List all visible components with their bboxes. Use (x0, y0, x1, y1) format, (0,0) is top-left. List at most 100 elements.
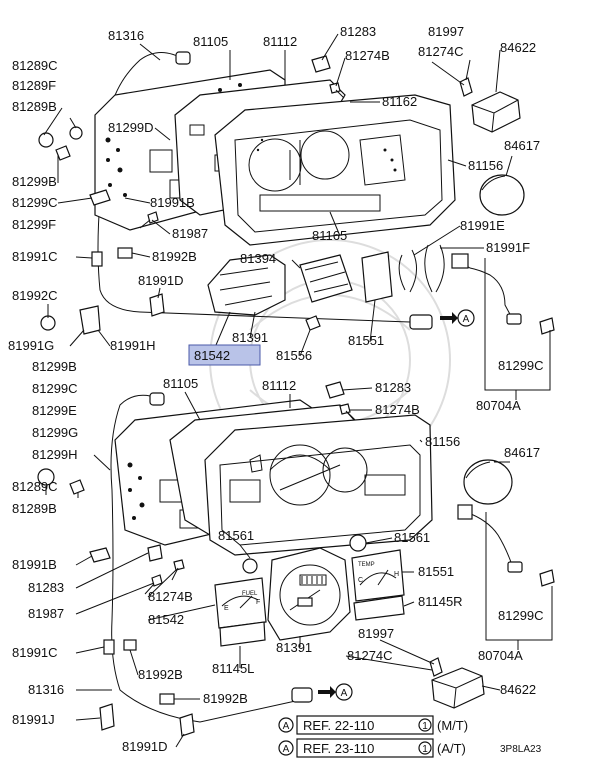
part-label-81283c: 81283 (28, 580, 64, 595)
part-label-81991Fa: 81991F (486, 240, 530, 255)
part-label-81299Cd: 81299C (498, 608, 544, 623)
part-label-81299Ga: 81299G (32, 425, 78, 440)
part-label-81394a: 81394 (240, 251, 276, 266)
part-label-81991Ba: 81991B (150, 195, 195, 210)
part-label-81299Ca: 81299C (12, 195, 58, 210)
part-label-81991Ha: 81991H (110, 338, 156, 353)
part-label-81991Ca: 81991C (12, 249, 58, 264)
part-label-81556a: 81556 (276, 348, 312, 363)
part-label-81274Ca: 81274C (418, 44, 464, 59)
part-label-81316a: 81316 (108, 28, 144, 43)
ref-suffix: (M/T) (437, 718, 468, 733)
ref-box-2: A REF. 23-110 1 (A/T) (278, 738, 466, 758)
part-label-81289Cb: 81289C (12, 479, 58, 494)
part-label-81391b: 81391 (276, 640, 312, 655)
part-label-81274Bc: 81274B (148, 589, 193, 604)
part-label-84617a: 84617 (504, 138, 540, 153)
ref-circle-letter: A (283, 744, 290, 755)
c-text: C (358, 577, 363, 584)
ref-suffix: (A/T) (437, 741, 466, 756)
part-label-81391a: 81391 (232, 330, 268, 345)
part-label-81991Bb: 81991B (12, 557, 57, 572)
arrow-a-letter: A (341, 688, 348, 699)
temp-text: TEMP (358, 562, 375, 568)
part-label-81561a: 81561 (218, 528, 254, 543)
upper-assembly (38, 51, 555, 400)
part-label-81299Fa: 81299F (12, 217, 56, 232)
part-label-84622b: 84622 (500, 682, 536, 697)
part-label-81316b: 81316 (28, 682, 64, 697)
part-label-81289Bb: 81289B (12, 501, 57, 516)
part-label-81145La: 81145L (212, 661, 254, 676)
part-label-81542b: 81542 (148, 612, 184, 627)
part-label-80704Aa: 80704A (476, 398, 521, 413)
ref-code: REF. 23-110 (303, 741, 374, 756)
part-label-81299Bb: 81299B (32, 359, 77, 374)
part-label-81299Ba: 81299B (12, 174, 57, 189)
part-label-81165a: 81165 (312, 228, 347, 243)
highlight-box (188, 344, 261, 366)
part-label-81145Ra: 81145R (418, 594, 463, 609)
arrow-a-letter: A (463, 314, 470, 325)
ref-num: 1 (422, 721, 428, 732)
part-label-81991Ea: 81991E (460, 218, 505, 233)
part-label-81551b: 81551 (418, 564, 454, 579)
part-label-81112b: 81112 (262, 378, 296, 393)
part-label-81274Ba: 81274B (345, 48, 390, 63)
fuel-text: FUEL (242, 591, 258, 597)
part-label-81551a: 81551 (348, 333, 384, 348)
part-label-81997b: 81997 (358, 626, 394, 641)
part-label-81542a: 81542 (194, 348, 230, 363)
part-label-81991Ga: 81991G (8, 338, 54, 353)
ref-code: REF. 22-110 (303, 718, 374, 733)
part-label-81299Cb: 81299C (498, 358, 544, 373)
part-label-81992Ba: 81992B (152, 249, 197, 264)
part-label-81112a: 81112 (263, 34, 297, 49)
part-label-81987a: 81987 (172, 226, 208, 241)
diagram-code: 3P8LA23 (500, 744, 542, 755)
part-label-81156b: 81156 (425, 434, 460, 449)
part-label-81991Ja: 81991J (12, 712, 55, 727)
part-label-81299Da: 81299D (108, 120, 154, 135)
part-label-84617b: 84617 (504, 445, 540, 460)
h-text: H (394, 571, 399, 578)
part-label-81997a: 81997 (428, 24, 464, 39)
e-text: E (224, 605, 229, 612)
part-label-81289Ba: 81289B (12, 99, 57, 114)
part-label-81289Ca: 81289C (12, 58, 58, 73)
gauge-text: FUEL E F TEMP C H (224, 562, 399, 612)
part-label-81162a: 81162 (382, 94, 417, 109)
part-label-81561b: 81561 (394, 530, 430, 545)
ref-circle-letter: A (283, 721, 290, 732)
part-label-81283a: 81283 (340, 24, 376, 39)
part-label-81991Cb: 81991C (12, 645, 58, 660)
part-label-81274Cb: 81274C (347, 648, 393, 663)
part-label-81105a: 81105 (193, 34, 228, 49)
part-label-81299Ea: 81299E (32, 403, 77, 418)
part-label-81992Ca: 81992C (12, 288, 58, 303)
part-label-81156a: 81156 (468, 158, 503, 173)
part-label-81987b: 81987 (28, 606, 64, 621)
part-label-81299Ha: 81299H (32, 447, 78, 462)
part-labels: 81316 81105 81112 81283 81274B 81997 81274C 846… (8, 24, 544, 754)
lower-assembly (37, 381, 555, 737)
f-text: F (256, 599, 260, 606)
part-label-81992Bb: 81992B (138, 667, 183, 682)
ref-box-1: A REF. 22-110 1 (M/T) (278, 715, 468, 735)
part-label-81274Bb: 81274B (375, 402, 420, 417)
reference-arrow-lower: A (318, 683, 353, 701)
part-label-80704Ab: 80704A (478, 648, 523, 663)
part-label-81991Db: 81991D (122, 739, 168, 754)
part-label-81992Bc: 81992B (203, 691, 248, 706)
part-label-81991Da: 81991D (138, 273, 184, 288)
part-label-81105b: 81105 (163, 376, 198, 391)
ref-num: 1 (422, 744, 428, 755)
part-label-84622a: 84622 (500, 40, 536, 55)
part-label-81299Cc: 81299C (32, 381, 78, 396)
part-label-81283b: 81283 (375, 380, 411, 395)
leader-lines (43, 33, 513, 748)
part-label-81289Fa: 81289F (12, 78, 56, 93)
reference-arrow-upper: A (440, 309, 475, 327)
